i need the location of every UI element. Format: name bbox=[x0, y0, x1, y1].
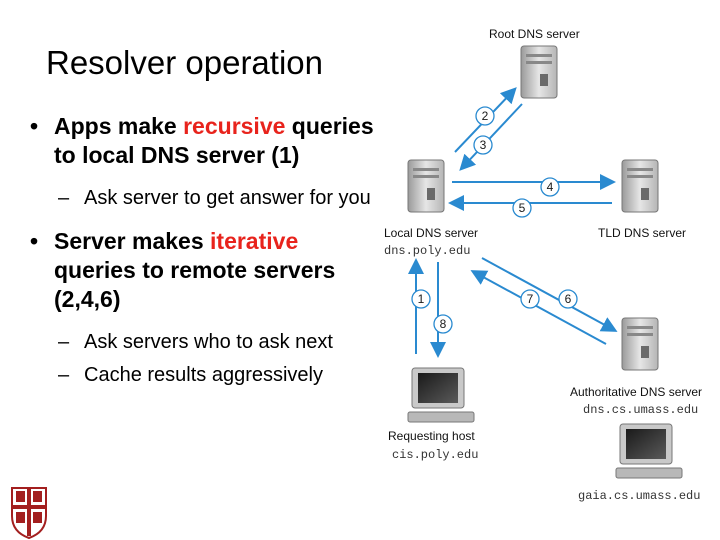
root-server-icon bbox=[520, 45, 558, 99]
step-6-label: 6 bbox=[565, 292, 572, 306]
university-crest-logo bbox=[11, 487, 47, 540]
step-badges bbox=[411, 106, 578, 334]
bullet-list: • Apps make recursive queries to local D… bbox=[30, 112, 375, 404]
bullet-text: queries to remote servers (2,4,6) bbox=[54, 257, 336, 312]
target-host-icon bbox=[615, 423, 683, 479]
root-server-label: Root DNS server bbox=[489, 27, 580, 41]
local-server-host: dns.poly.edu bbox=[384, 244, 470, 258]
target-host-name: gaia.cs.umass.edu bbox=[578, 489, 700, 503]
authoritative-server-icon bbox=[621, 317, 659, 371]
arrow-3 bbox=[459, 103, 523, 171]
arrow-6 bbox=[481, 257, 618, 332]
local-server-label: Local DNS server bbox=[384, 226, 478, 240]
sub-bullet: – Ask server to get answer for you bbox=[58, 187, 371, 209]
bullet-text: Server makes bbox=[54, 228, 211, 254]
step-8-label: 8 bbox=[440, 317, 447, 331]
requesting-host-icon bbox=[407, 367, 475, 423]
step-4-label: 4 bbox=[547, 180, 554, 194]
authoritative-server-host: dns.cs.umass.edu bbox=[583, 403, 698, 417]
bullet-recursive: • Apps make recursive queries to local D… bbox=[30, 113, 374, 168]
sub-bullet-text: Cache results aggressively bbox=[84, 364, 323, 386]
sub-bullet-text: Ask servers who to ask next bbox=[84, 331, 333, 353]
keyword-recursive: recursive bbox=[183, 113, 286, 139]
sub-bullet: – Cache results aggressively bbox=[58, 364, 323, 386]
sub-bullet-text: Ask server to get answer for you bbox=[84, 187, 371, 209]
keyword-iterative: iterative bbox=[210, 228, 299, 254]
step-2-label: 2 bbox=[482, 109, 489, 123]
sub-bullet: – Ask servers who to ask next bbox=[58, 331, 333, 353]
arrow-7 bbox=[470, 270, 607, 345]
tld-server-label: TLD DNS server bbox=[598, 226, 686, 240]
step-1-label: 1 bbox=[418, 292, 425, 306]
authoritative-server-label: Authoritative DNS server bbox=[570, 385, 702, 399]
bullet-text: Apps make bbox=[54, 113, 184, 139]
bullet-text: queries to local DNS server (1) bbox=[54, 113, 374, 168]
query-arrows bbox=[408, 87, 618, 358]
requesting-host-name: cis.poly.edu bbox=[392, 448, 478, 462]
step-3-label: 3 bbox=[480, 138, 487, 152]
local-server-icon bbox=[407, 159, 445, 213]
tld-server-icon bbox=[621, 159, 659, 213]
slide-title: Resolver operation bbox=[46, 44, 323, 81]
requesting-host-label: Requesting host bbox=[388, 429, 475, 443]
bullet-iterative: • Server makes iterative queries to remo… bbox=[30, 228, 336, 312]
step-7-label: 7 bbox=[527, 292, 534, 306]
step-5-label: 5 bbox=[519, 201, 526, 215]
